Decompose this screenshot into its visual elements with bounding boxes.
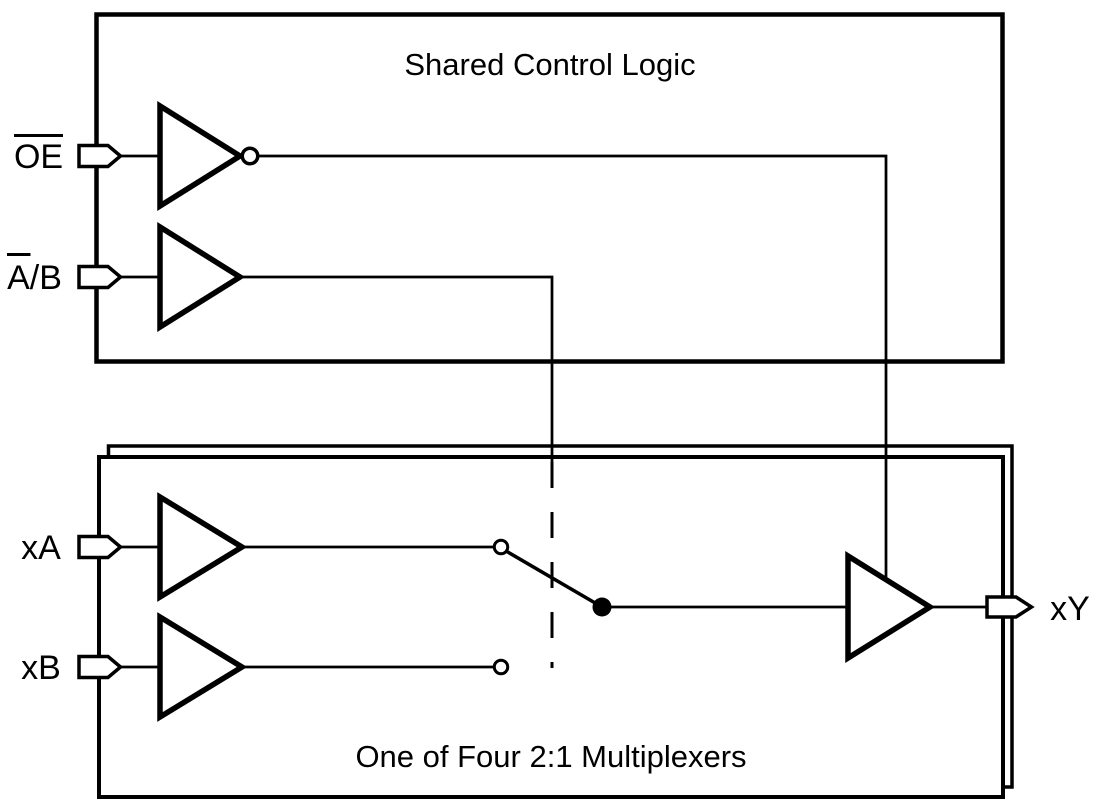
xa-label: xA xyxy=(21,529,61,567)
xa-buffer-triangle xyxy=(157,492,248,602)
shared-control-block-title: Shared Control Logic xyxy=(404,47,695,82)
oe-input-pin xyxy=(77,143,124,169)
switch-common-dot xyxy=(592,597,612,617)
output-buffer-triangle xyxy=(845,551,936,663)
xy-label: xY xyxy=(1050,590,1090,628)
oe-label: OE xyxy=(14,138,63,176)
ab-input-pin xyxy=(77,264,124,290)
oe-inverter-triangle xyxy=(157,101,246,211)
mux-block-title: One of Four 2:1 Multiplexers xyxy=(355,739,746,774)
ab-label: A/B xyxy=(7,259,62,297)
xb-input-pin xyxy=(77,654,124,680)
xb-contact-circle xyxy=(492,658,510,676)
xy-output-pin xyxy=(985,595,1035,619)
xb-buffer-triangle xyxy=(157,612,248,722)
xb-label: xB xyxy=(21,649,61,687)
switch-arm xyxy=(504,549,604,609)
oe-inverter-bubble xyxy=(240,146,260,166)
oe-control-wire xyxy=(258,154,888,581)
ab-buffer-triangle xyxy=(157,222,246,332)
xa-input-pin xyxy=(77,534,124,560)
ab-control-wire xyxy=(240,275,554,462)
shared-control-logic-box xyxy=(94,12,1005,364)
xa-contact-circle xyxy=(492,538,510,556)
